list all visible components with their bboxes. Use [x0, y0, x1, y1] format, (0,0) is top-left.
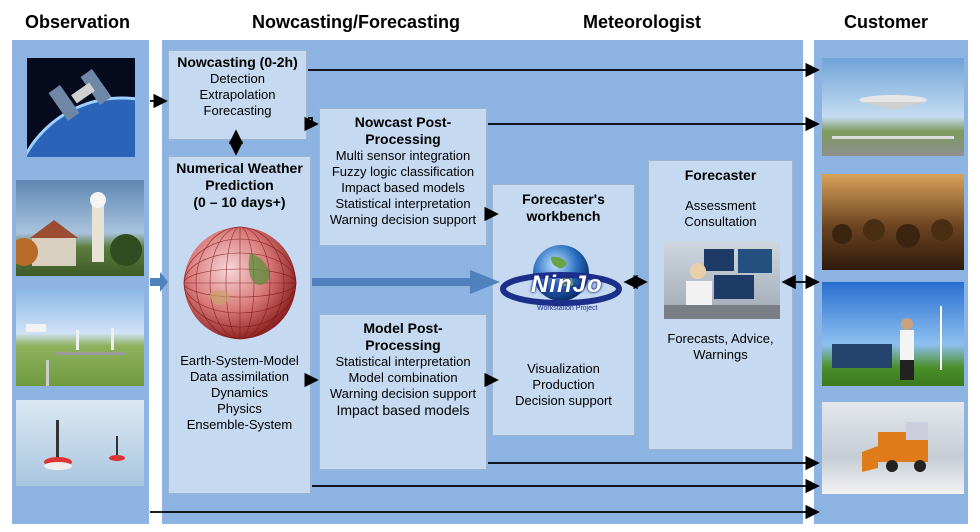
- header-customer: Customer: [844, 12, 929, 32]
- forecasters-workbench-box: Forecaster's workbench NinJo Workstation…: [492, 184, 635, 436]
- nowcast-post-item: Impact based models: [341, 180, 465, 195]
- forecaster-title: Forecaster: [684, 167, 757, 183]
- nowcasting-title: Nowcasting (0-2h): [177, 54, 298, 70]
- ninjo-logo: NinJo Workstation Project: [499, 243, 629, 319]
- nowcast-post-title: Nowcast Post-: [354, 114, 452, 130]
- model-post-processing-box: Model Post- Processing Statistical inter…: [319, 314, 487, 470]
- nwp-item: Earth-System-Model: [180, 353, 299, 368]
- header-observation: Observation: [25, 12, 131, 32]
- nwp-item: Dynamics: [210, 385, 269, 400]
- workbench-item: Visualization: [527, 361, 600, 376]
- ninjo-globe-icon: [500, 245, 622, 306]
- forecaster-item: Assessment: [685, 198, 756, 213]
- nwp-title: Prediction: [205, 177, 274, 193]
- wind-solar-photo: [822, 282, 964, 386]
- nowcasting-item: Detection: [210, 71, 265, 86]
- workbench-title: workbench: [526, 208, 601, 224]
- nwp-range: (0 – 10 days+): [193, 194, 286, 210]
- nwp-title: Numerical Weather: [176, 160, 303, 176]
- workbench-item: Production: [532, 377, 595, 392]
- forecaster-output: Warnings: [693, 347, 748, 362]
- buoy-sea-photo: [16, 400, 144, 486]
- ninjo-logo-subtext: Workstation Project: [537, 305, 598, 312]
- nowcasting-item: Extrapolation: [199, 87, 276, 102]
- model-post-item: Statistical interpretation: [335, 354, 471, 369]
- snowplow-photo: [822, 402, 964, 494]
- forecaster-box: Forecaster Assessment Consultation Forec…: [648, 160, 793, 450]
- forecaster-output: Forecasts, Advice,: [667, 331, 774, 346]
- crowd-photo: [822, 174, 964, 270]
- header-meteorologist: Meteorologist: [583, 12, 702, 32]
- nowcast-post-item: Fuzzy logic classification: [331, 164, 475, 179]
- nowcast-post-item: Multi sensor integration: [335, 148, 471, 163]
- nwp-item: Physics: [217, 401, 262, 416]
- airplane-photo: [822, 58, 964, 156]
- nowcast-post-processing-box: Nowcast Post- Processing Multi sensor in…: [319, 108, 487, 246]
- workbench-title: Forecaster's: [522, 191, 605, 207]
- ninjo-logo-text: NinJo: [531, 271, 603, 298]
- nwp-item: Data assimilation: [190, 369, 289, 384]
- nowcasting-box: Nowcasting (0-2h) Detection Extrapolatio…: [168, 50, 307, 140]
- nwp-box: Numerical Weather Prediction (0 – 10 day…: [168, 156, 311, 494]
- model-post-title: Processing: [365, 337, 441, 353]
- nwp-item: Ensemble-System: [186, 417, 293, 432]
- globe-model-grid-icon: [183, 226, 297, 340]
- workbench-item: Decision support: [515, 393, 612, 408]
- model-post-item: Model combination: [348, 370, 458, 385]
- model-post-item: Warning decision support: [329, 386, 477, 401]
- model-post-item: Impact based models: [336, 402, 470, 418]
- nowcast-post-item: Warning decision support: [329, 212, 477, 227]
- nowcasting-item: Forecasting: [203, 103, 272, 118]
- nowcast-post-title: Processing: [365, 131, 441, 147]
- satellite-photo: [27, 58, 135, 157]
- measurement-field-photo: [16, 290, 144, 386]
- header-nowcasting: Nowcasting/Forecasting: [252, 12, 461, 32]
- big-arrow-nwp-to-workbench: [312, 270, 500, 294]
- nowcast-post-item: Statistical interpretation: [335, 196, 471, 211]
- model-post-title: Model Post-: [363, 320, 443, 336]
- arrow-nowcasting-to-nowcast-post: [304, 116, 319, 132]
- forecaster-item: Consultation: [684, 214, 757, 229]
- weather-station-tower-photo: [16, 180, 144, 276]
- big-arrow-observation-to-nwp: [150, 272, 168, 292]
- forecaster-at-workstation-photo: [664, 241, 780, 319]
